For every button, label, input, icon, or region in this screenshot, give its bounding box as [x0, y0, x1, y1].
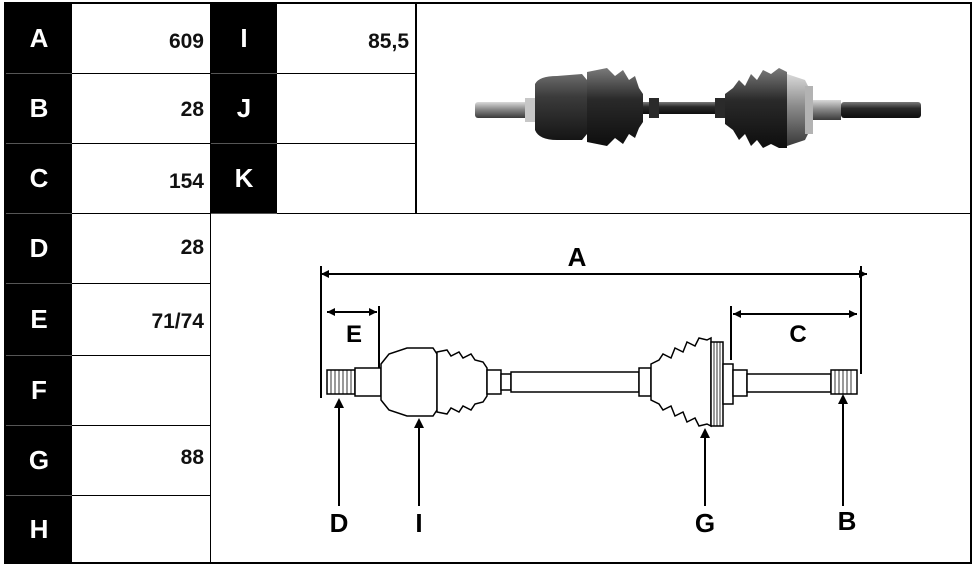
shaft-damper-right	[715, 98, 725, 118]
center-shaft	[643, 102, 723, 114]
right-stub-shaft	[841, 102, 921, 118]
spec-key-c: C	[6, 144, 72, 214]
label-c: C	[789, 321, 806, 348]
spec-value-h	[72, 496, 211, 562]
left-stub-shaft	[475, 102, 531, 118]
spec-key-d: D	[6, 214, 72, 284]
spec-key-g: G	[6, 426, 72, 496]
label-i: I	[415, 508, 422, 538]
left-boot	[587, 68, 643, 146]
spec-key-h: H	[6, 496, 72, 562]
spec-value-d: 28	[72, 214, 211, 284]
dimension-diagram: A E C D I G B	[211, 214, 970, 562]
left-collar	[354, 367, 382, 397]
spec-key-b: B	[6, 74, 72, 144]
label-e: E	[346, 321, 362, 348]
label-d: D	[330, 508, 349, 538]
right-boot-outline	[650, 336, 712, 428]
right-collar	[732, 369, 748, 397]
right-stub-outline	[746, 373, 832, 393]
spec-value-j	[277, 74, 416, 144]
spec-value-c: 154	[72, 144, 211, 214]
spec-value-g: 88	[72, 426, 211, 496]
spec-value-a: 609	[72, 4, 211, 74]
right-boot	[725, 68, 787, 148]
spec-key-i: I	[211, 4, 277, 74]
product-photo	[416, 2, 970, 214]
left-band	[486, 369, 502, 395]
spec-key-e: E	[6, 284, 72, 356]
spec-value-b: 28	[72, 74, 211, 144]
spec-key-k: K	[211, 144, 277, 214]
drive-shaft-photo	[475, 68, 921, 148]
spec-value-f	[72, 356, 211, 426]
spec-key-f: F	[6, 356, 72, 426]
shaft-outline	[326, 336, 858, 428]
spec-key-a: A	[6, 4, 72, 74]
label-g: G	[695, 508, 715, 538]
left-joint	[380, 347, 438, 417]
spec-value-i: 85,5	[277, 4, 416, 74]
left-joint-housing	[535, 74, 587, 140]
abs-ring	[805, 86, 813, 134]
center-shaft-outline	[510, 371, 640, 393]
leader-lines	[338, 396, 844, 506]
label-a: A	[568, 242, 587, 272]
dimension-arrows	[321, 270, 867, 318]
leader-arrows	[334, 394, 848, 438]
shaft-damper-left	[649, 98, 659, 118]
left-stub-ring	[525, 98, 535, 122]
spec-value-k	[277, 144, 416, 214]
spec-value-e: 71/74	[72, 284, 211, 356]
right-joint-neck	[722, 363, 734, 405]
shaft-end-left	[500, 373, 512, 391]
right-stub-collar	[813, 100, 841, 120]
left-boot-outline	[436, 349, 488, 415]
dimension-drawing: A E C D I G B	[320, 242, 867, 538]
label-b: B	[838, 506, 857, 536]
right-band	[638, 367, 652, 397]
spec-key-j: J	[211, 74, 277, 144]
right-joint-housing	[787, 74, 809, 146]
